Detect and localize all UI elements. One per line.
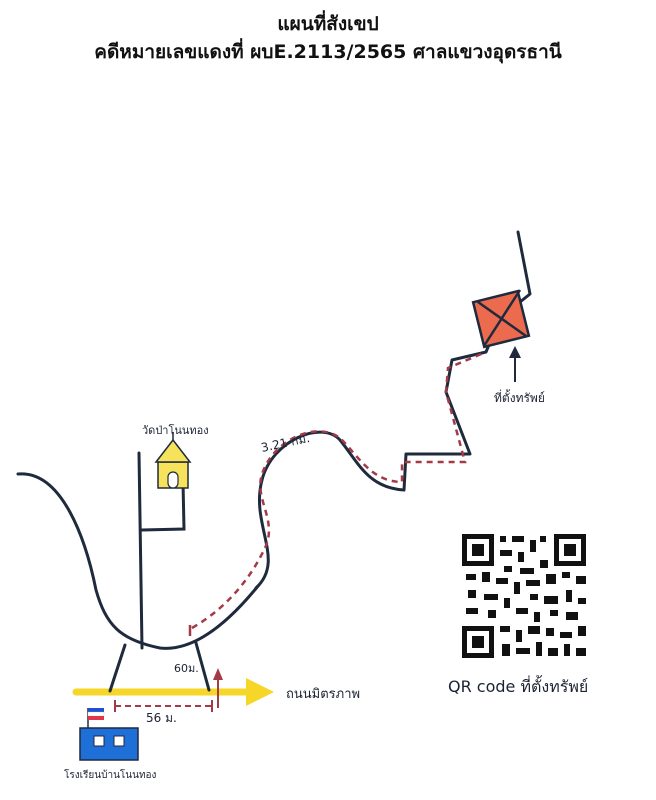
qr-code-icon [460,532,588,660]
main-road-label: ถนนมิตรภาพ [286,687,360,702]
qr-caption: QR code ที่ตั้งทรัพย์ [448,675,588,696]
school-building-icon [79,708,139,761]
connector-roads [108,641,211,693]
page-title: แผนที่สังเขป [277,13,379,35]
property-label: ที่ตั้งทรัพย์ [494,389,545,405]
left-curved-road [16,472,260,650]
property-square-icon [471,289,531,349]
main-road-arrow [72,678,274,706]
school-label: โรงเรียนบ้านโนนทอง [64,768,157,781]
temple-access-road [137,451,186,650]
temple-label: วัดป่าโนนทอง [142,423,209,437]
temple-icon [154,432,192,489]
property-pointer-arrow [509,346,521,382]
measure-60m [213,668,223,708]
winding-road [254,230,532,590]
route-dashed [191,350,487,630]
distance-56m-label: 56 ม. [146,711,177,725]
measure-56m [114,700,213,712]
map-header: แผนที่สังเขป คดีหมายเลขแดงที่ ผบE.2113/2… [0,10,656,66]
case-subtitle: คดีหมายเลขแดงที่ ผบE.2113/2565 ศาลแขวงอุ… [94,41,562,63]
distance-60m-label: 60ม. [174,662,199,675]
distance-road-label: 3.21 กม. [260,431,311,455]
